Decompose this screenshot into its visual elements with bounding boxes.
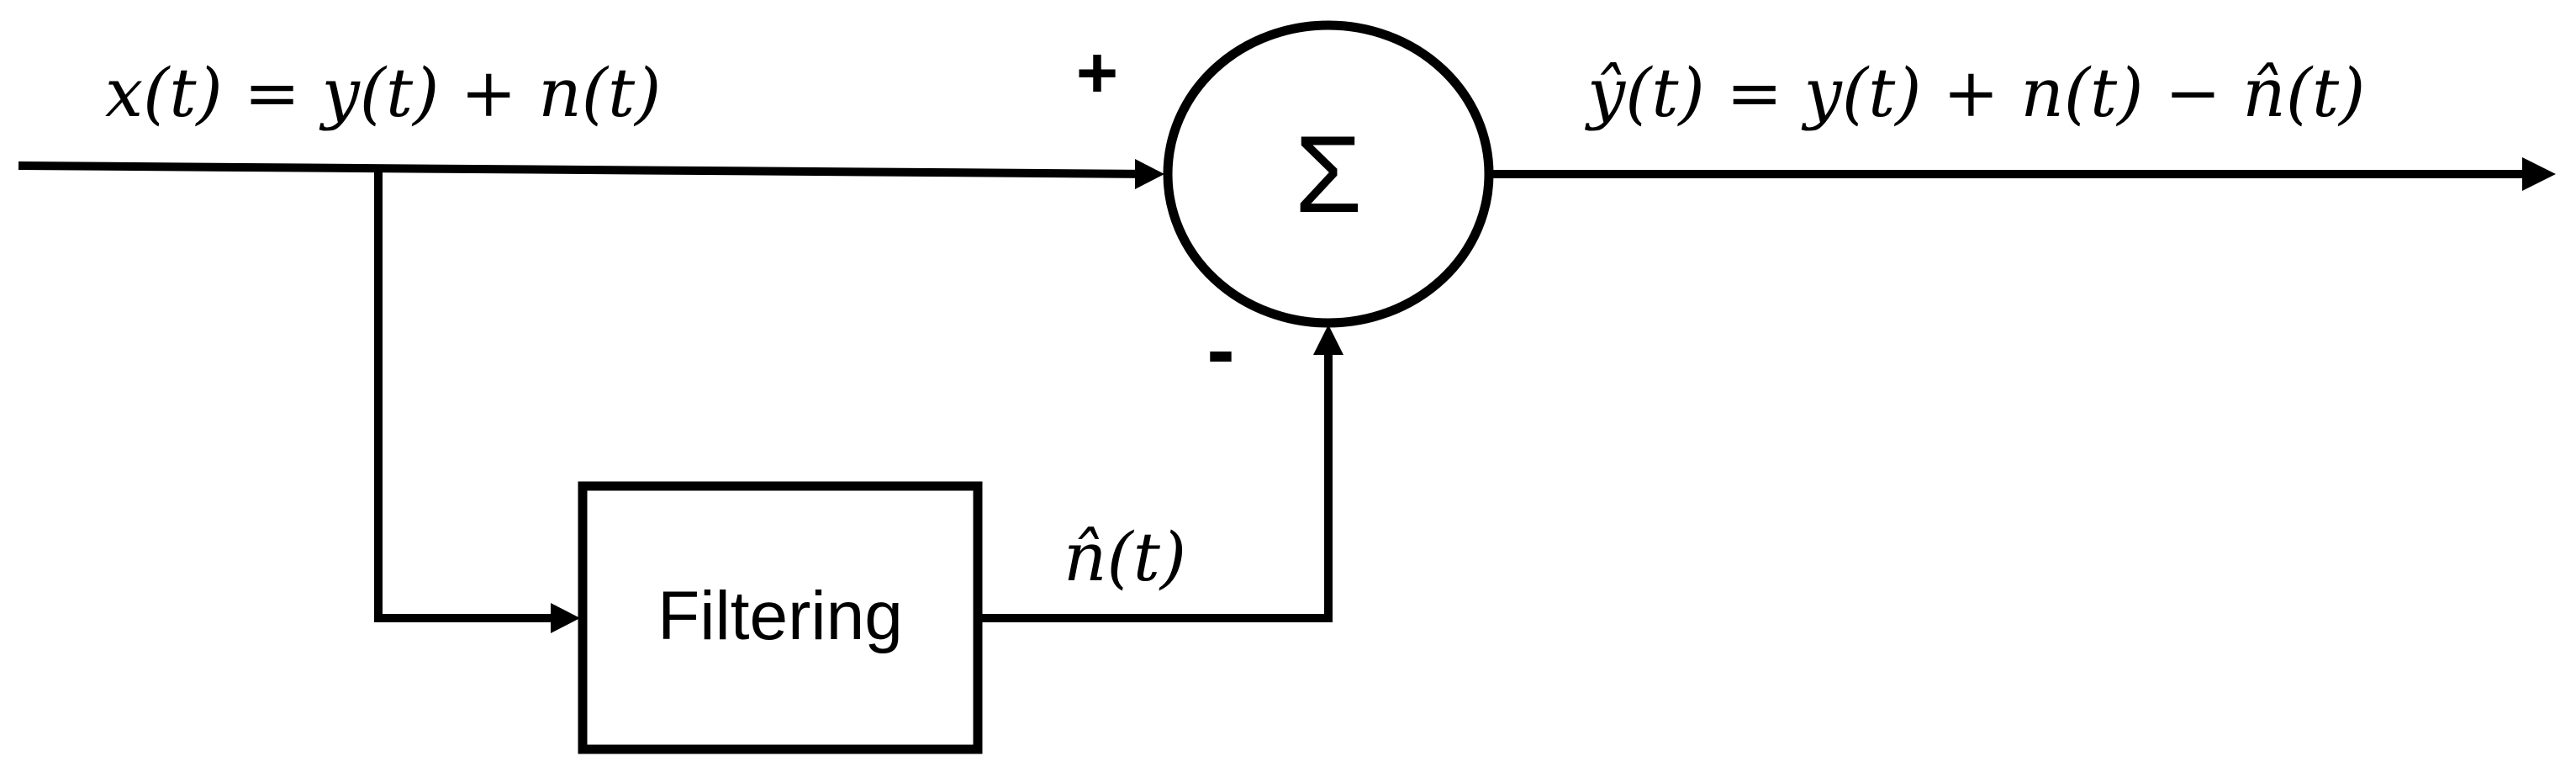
filter-branch-line bbox=[374, 168, 565, 622]
sum-symbol: Σ bbox=[1295, 113, 1362, 235]
minus-sign: - bbox=[1206, 303, 1234, 397]
input-arrowhead bbox=[1135, 159, 1164, 189]
plus-sign: + bbox=[1076, 33, 1118, 114]
noise-estimate-arrowhead bbox=[1313, 325, 1343, 355]
filter-input-arrowhead bbox=[551, 603, 580, 633]
noise-estimate-label: n̂(t) bbox=[1064, 518, 1186, 596]
noise-estimate-line bbox=[978, 352, 1333, 622]
output-equation-label: ŷ(t) = y(t) + n(t) − n̂(t) bbox=[1585, 54, 2365, 132]
output-arrowhead bbox=[2522, 157, 2556, 191]
input-equation-label: x(t) = y(t) + n(t) bbox=[105, 54, 661, 132]
filtering-block-label: Filtering bbox=[657, 578, 903, 654]
input-signal-line bbox=[18, 161, 1154, 178]
filtering-block bbox=[578, 481, 983, 754]
